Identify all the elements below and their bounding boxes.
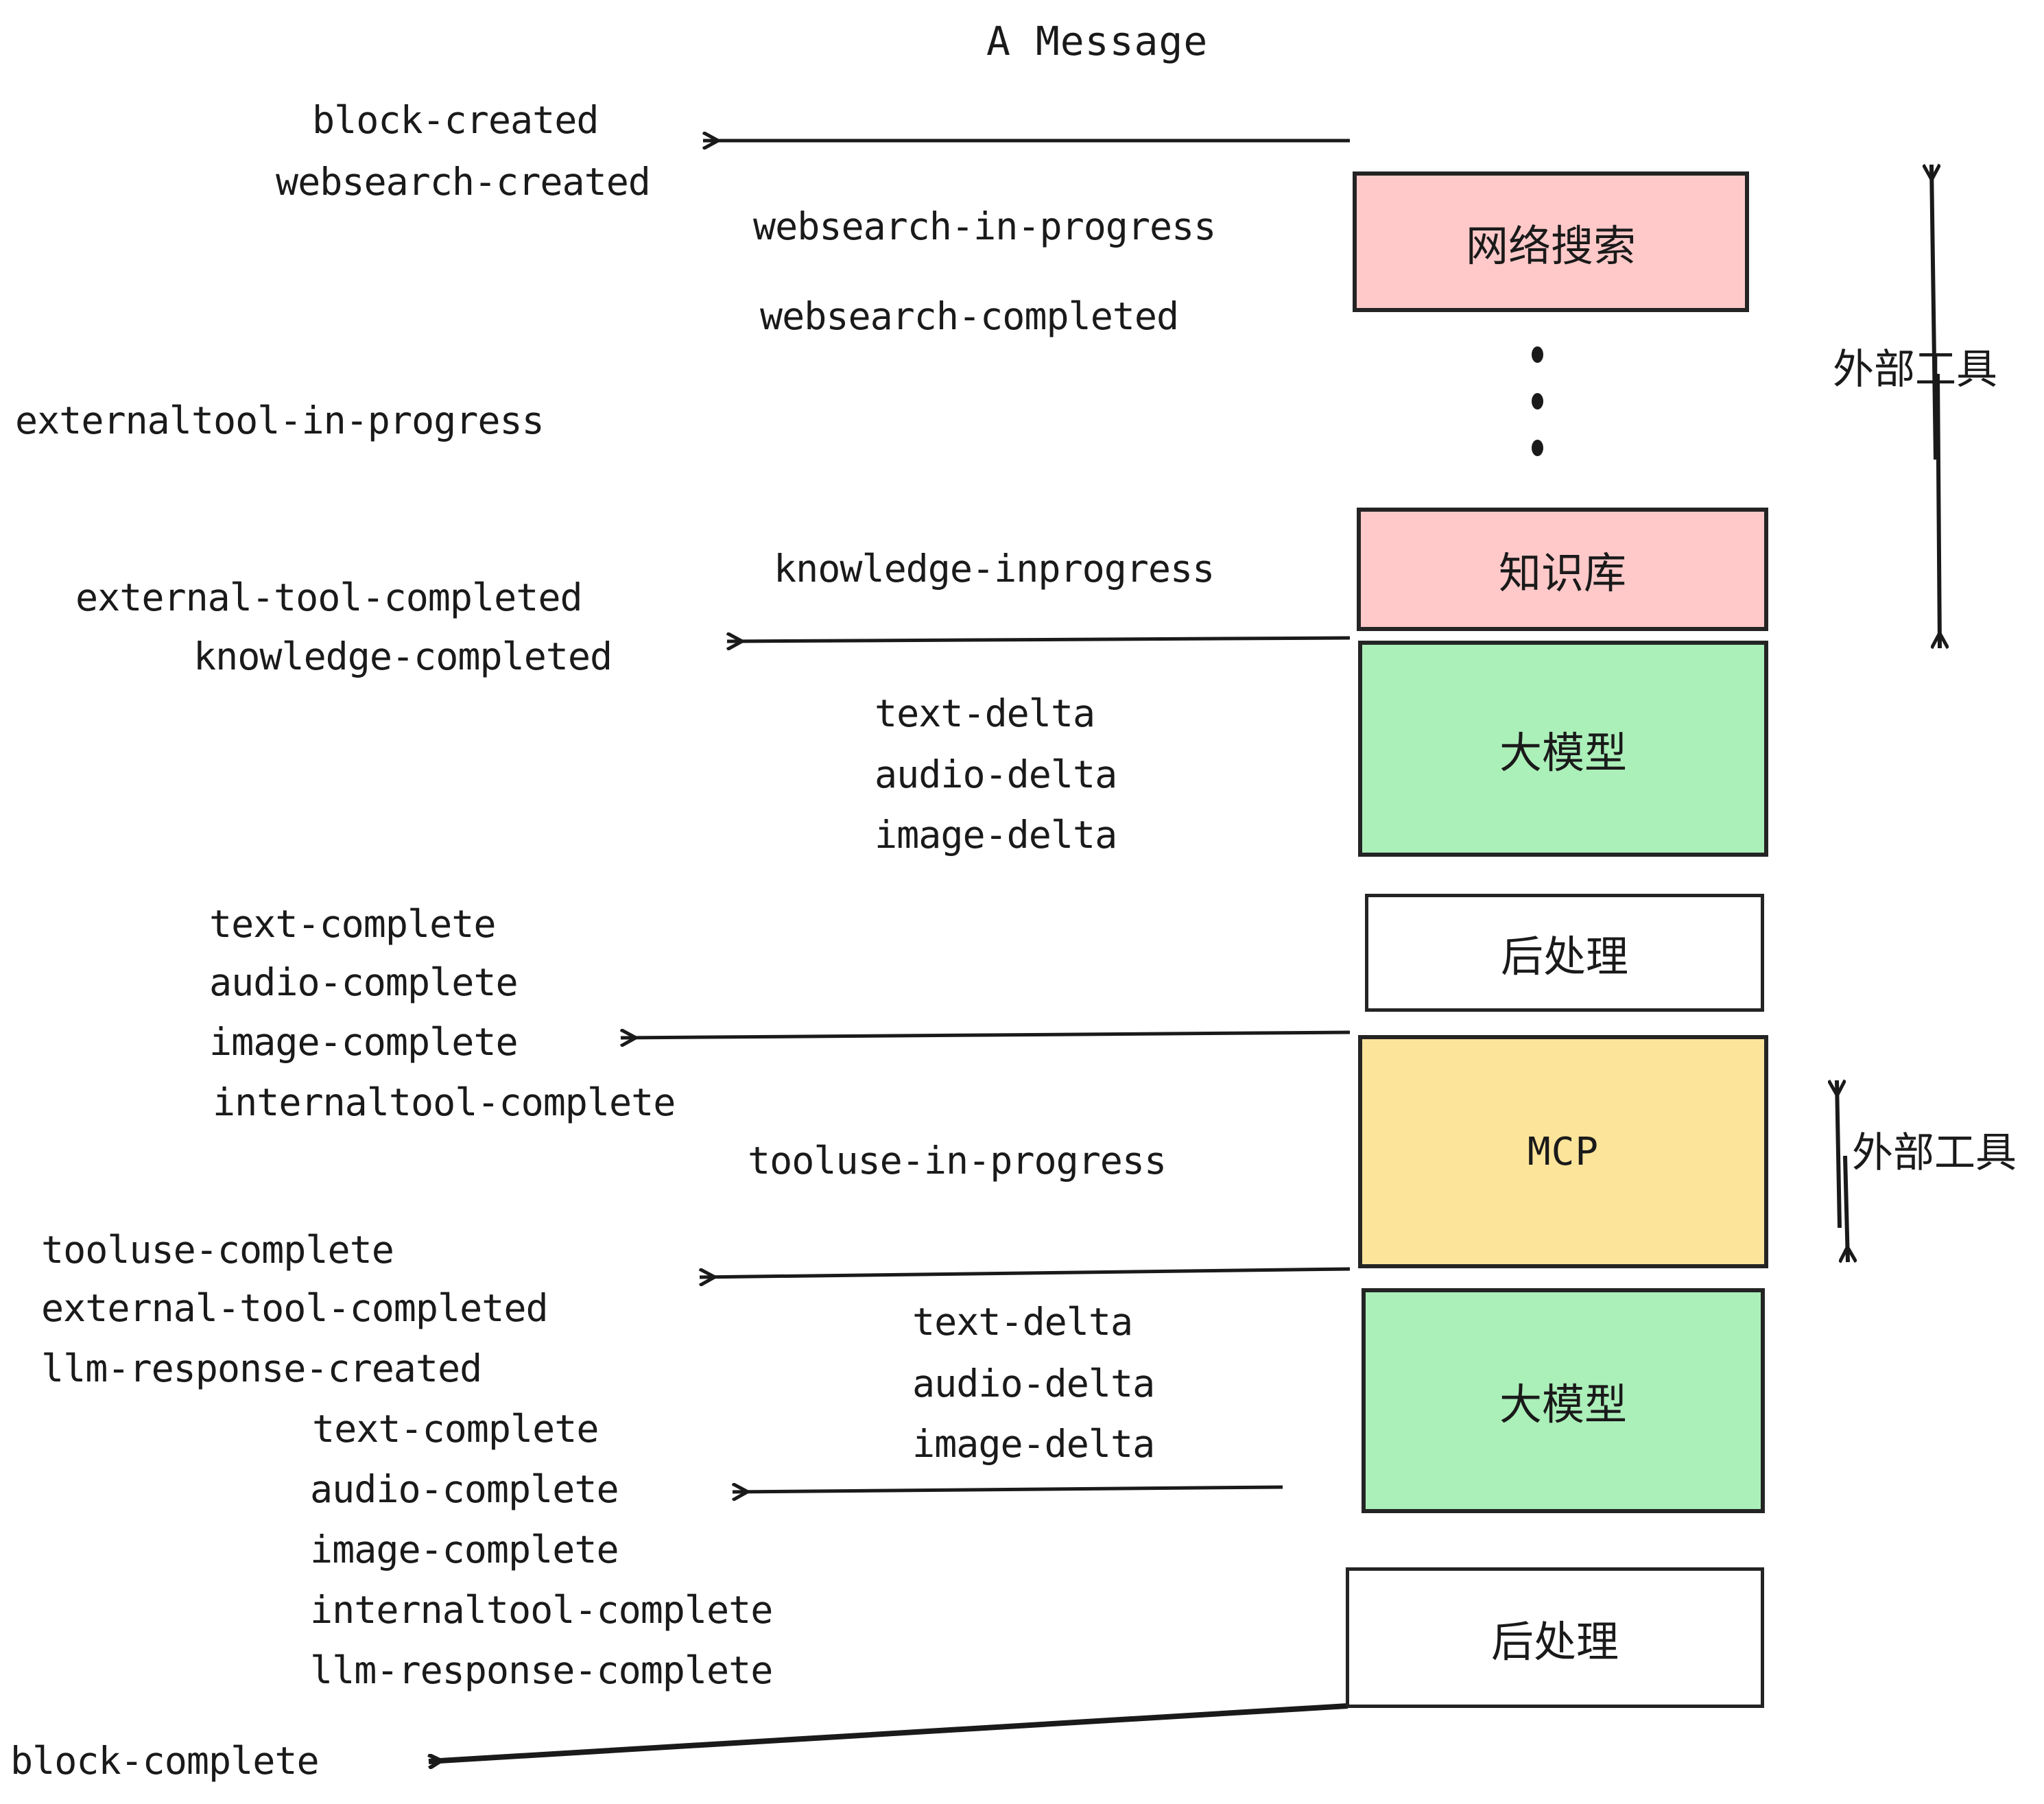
side-label-external-tool-bottom: 外部工具	[1852, 1129, 2017, 1177]
event-llm-response-complete: llm-response-complete	[310, 1648, 773, 1692]
arrow-external-tool-down	[1938, 373, 1940, 648]
event-block-created: block-created	[312, 98, 599, 142]
event-externaltool-in-progress: externaltool-in-progress	[15, 399, 545, 442]
box-postprocess-2[interactable]: 后处理	[1346, 1567, 1764, 1708]
event-external-tool-completed-1: external-tool-completed	[75, 575, 583, 619]
event-audio-complete-1: audio-complete	[209, 960, 519, 1004]
event-external-tool-completed-2: external-tool-completed	[41, 1286, 549, 1330]
box-llm-2-label: 大模型	[1499, 1379, 1627, 1429]
box-llm-1-label: 大模型	[1499, 727, 1627, 778]
event-text-delta-1: text-delta	[875, 691, 1095, 735]
box-postprocess-1-label: 后处理	[1500, 931, 1628, 982]
event-websearch-created: websearch-created	[276, 160, 651, 204]
event-internaltool-complete-2: internaltool-complete	[310, 1588, 773, 1632]
arrow-external-tool-down-2	[1845, 1155, 1848, 1262]
arrow-external-tool-up	[1932, 165, 1936, 460]
event-websearch-in-progress: websearch-in-progress	[753, 204, 1216, 248]
event-knowledge-completed: knowledge-completed	[193, 634, 613, 678]
event-llm-response-created: llm-response-created	[41, 1346, 482, 1390]
event-audio-complete-2: audio-complete	[310, 1467, 619, 1511]
dot-3	[1531, 440, 1543, 456]
event-text-complete-1: text-complete	[209, 902, 496, 946]
arrow-tooluse-complete	[700, 1267, 1351, 1277]
event-text-complete-2: text-complete	[312, 1407, 599, 1451]
event-image-complete-2: image-complete	[310, 1528, 619, 1571]
box-mcp[interactable]: MCP	[1358, 1035, 1768, 1268]
event-knowledge-inprogress: knowledge-inprogress	[774, 547, 1215, 591]
event-audio-delta-2: audio-delta	[912, 1362, 1155, 1405]
arrow-image-complete	[621, 1032, 1351, 1038]
arrow-external-tool-up-2	[1837, 1080, 1840, 1229]
arrow-block-complete	[429, 1703, 1348, 1761]
event-tooluse-complete: tooluse-complete	[41, 1228, 394, 1272]
event-image-delta-2: image-delta	[912, 1422, 1155, 1466]
side-label-external-tool-top: 外部工具	[1833, 346, 1997, 394]
event-image-complete-1: image-complete	[209, 1020, 519, 1064]
box-mcp-label: MCP	[1527, 1129, 1600, 1174]
arrow-audio-complete	[733, 1487, 1283, 1492]
box-postprocess-2-label: 后处理	[1490, 1616, 1619, 1667]
diagram-title: A Message	[986, 18, 1209, 64]
box-knowledge-label: 知识库	[1498, 548, 1626, 598]
box-llm-1[interactable]: 大模型	[1358, 641, 1768, 857]
event-internaltool-complete-1: internaltool-complete	[213, 1080, 676, 1124]
box-websearch-label: 网络搜索	[1465, 220, 1636, 271]
box-postprocess-1[interactable]: 后处理	[1365, 894, 1764, 1012]
event-tooluse-in-progress: tooluse-in-progress	[748, 1139, 1167, 1183]
arrow-knowledge-completed	[727, 638, 1351, 641]
dot-2	[1531, 393, 1543, 410]
box-knowledge[interactable]: 知识库	[1357, 508, 1768, 631]
event-websearch-completed: websearch-completed	[760, 294, 1179, 338]
event-block-complete: block-complete	[10, 1739, 320, 1783]
event-image-delta-1: image-delta	[875, 813, 1117, 857]
event-audio-delta-1: audio-delta	[875, 752, 1117, 796]
dot-1	[1531, 346, 1543, 363]
box-websearch[interactable]: 网络搜索	[1353, 171, 1749, 312]
ellipsis-dots	[1530, 346, 1544, 456]
box-llm-2[interactable]: 大模型	[1362, 1288, 1765, 1513]
event-text-delta-2: text-delta	[912, 1300, 1133, 1344]
